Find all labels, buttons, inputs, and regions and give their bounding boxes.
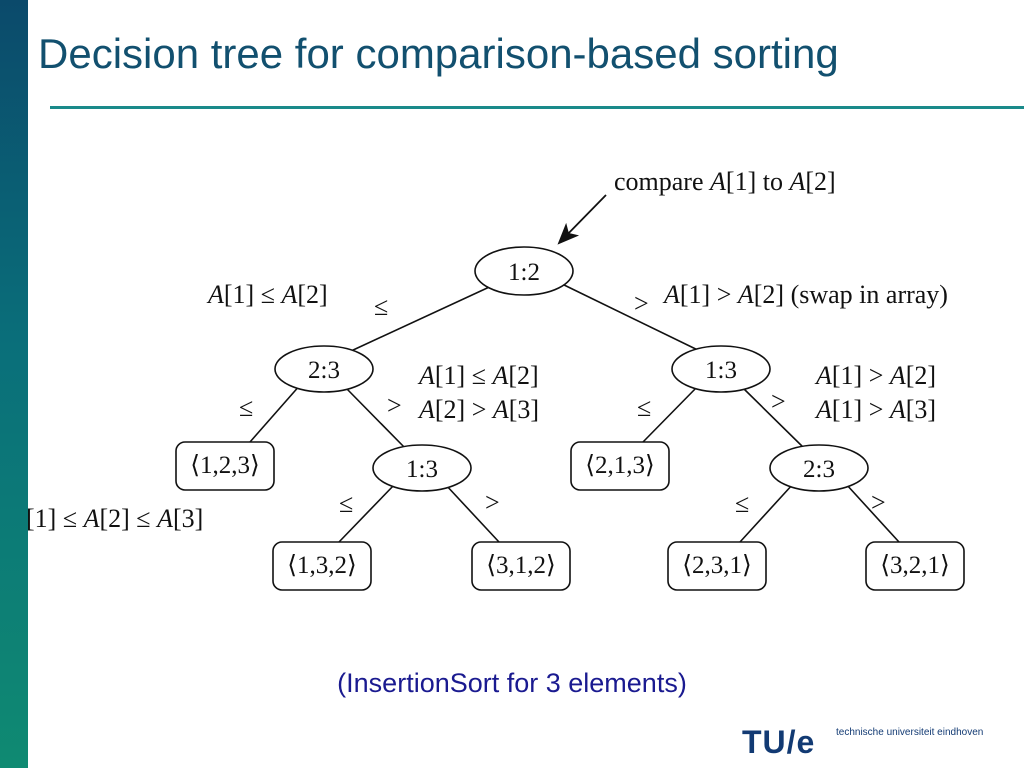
annotation-root-left: A[1] ≤ A[2] bbox=[206, 280, 328, 309]
node-left-right-label: 1:3 bbox=[406, 456, 438, 483]
node-left-right: 1:3 bbox=[372, 444, 472, 492]
edge-left-leaf123 bbox=[249, 383, 302, 443]
leaf-213: ⟨2,1,3⟩ bbox=[570, 441, 670, 491]
node-right-right: 2:3 bbox=[769, 444, 869, 492]
edge-symbol-right-gt: > bbox=[771, 387, 786, 416]
leaf-213-label: ⟨2,1,3⟩ bbox=[585, 452, 655, 479]
edge-symbol-left-gt: > bbox=[387, 391, 402, 420]
leaf-132: ⟨1,3,2⟩ bbox=[272, 541, 372, 591]
node-right: 1:3 bbox=[671, 345, 771, 393]
decision-tree-diagram: compare A[1] to A[2] 1:2 2:3 1:3 1:3 2:3… bbox=[28, 167, 965, 591]
edge-symbol-node23-le: ≤ bbox=[735, 489, 749, 518]
title-divider bbox=[50, 106, 1024, 109]
slide-title: Decision tree for comparison-based sorti… bbox=[38, 30, 839, 77]
tue-logo-mark: TU/e bbox=[742, 724, 816, 760]
leaf-321: ⟨3,2,1⟩ bbox=[865, 541, 965, 591]
tue-logo-tagline: technische universiteit eindhoven bbox=[836, 727, 984, 738]
edge-node23-leaf231 bbox=[739, 483, 794, 543]
leaf-231: ⟨2,3,1⟩ bbox=[667, 541, 767, 591]
edge-symbol-node13-le: ≤ bbox=[339, 489, 353, 518]
diagram-caption: (InsertionSort for 3 elements) bbox=[337, 668, 687, 698]
edge-symbol-node23-gt: > bbox=[871, 488, 886, 517]
edge-symbol-root-gt: > bbox=[634, 289, 649, 318]
edge-right-leaf213 bbox=[642, 385, 699, 443]
callout-arrow bbox=[557, 194, 607, 245]
node-root-label: 1:2 bbox=[508, 259, 540, 286]
leaf-132-label: ⟨1,3,2⟩ bbox=[287, 552, 357, 579]
annotation-leaf-left: [1] ≤ A[2] ≤ A[3] bbox=[28, 504, 203, 533]
side-accent-bar bbox=[0, 0, 28, 768]
node-right-right-label: 2:3 bbox=[803, 456, 835, 483]
edge-right-node23 bbox=[742, 387, 807, 451]
callout-label: compare A[1] to A[2] bbox=[614, 167, 836, 196]
edge-node13-leaf312 bbox=[444, 483, 500, 543]
annotation-mid-left-2: A[2] > A[3] bbox=[417, 395, 539, 424]
annotation-mid-left-1: A[1] ≤ A[2] bbox=[417, 361, 539, 390]
node-right-label: 1:3 bbox=[705, 357, 737, 384]
leaf-123-label: ⟨1,2,3⟩ bbox=[190, 452, 260, 479]
edge-root-right bbox=[559, 282, 707, 355]
leaf-231-label: ⟨2,3,1⟩ bbox=[682, 552, 752, 579]
edge-root-left bbox=[350, 282, 499, 352]
leaf-123: ⟨1,2,3⟩ bbox=[175, 441, 275, 491]
leaf-321-label: ⟨3,2,1⟩ bbox=[880, 552, 950, 579]
edge-node23-leaf321 bbox=[845, 483, 900, 543]
node-left: 2:3 bbox=[274, 345, 374, 393]
edge-symbol-node13-gt: > bbox=[485, 488, 500, 517]
annotation-mid-right-1: A[1] > A[2] bbox=[814, 361, 936, 390]
edge-symbol-root-le: ≤ bbox=[374, 292, 388, 321]
edge-symbol-left-le: ≤ bbox=[239, 393, 253, 422]
leaf-312-label: ⟨3,1,2⟩ bbox=[486, 552, 556, 579]
annotation-mid-right-2: A[1] > A[3] bbox=[814, 395, 936, 424]
node-left-label: 2:3 bbox=[308, 357, 340, 384]
leaf-312: ⟨3,1,2⟩ bbox=[471, 541, 571, 591]
node-root: 1:2 bbox=[474, 246, 574, 296]
edge-node13-leaf132 bbox=[338, 483, 396, 543]
edge-symbol-right-le: ≤ bbox=[637, 393, 651, 422]
annotation-root-right: A[1] > A[2] (swap in array) bbox=[662, 280, 948, 309]
edge-left-node13 bbox=[345, 387, 408, 451]
